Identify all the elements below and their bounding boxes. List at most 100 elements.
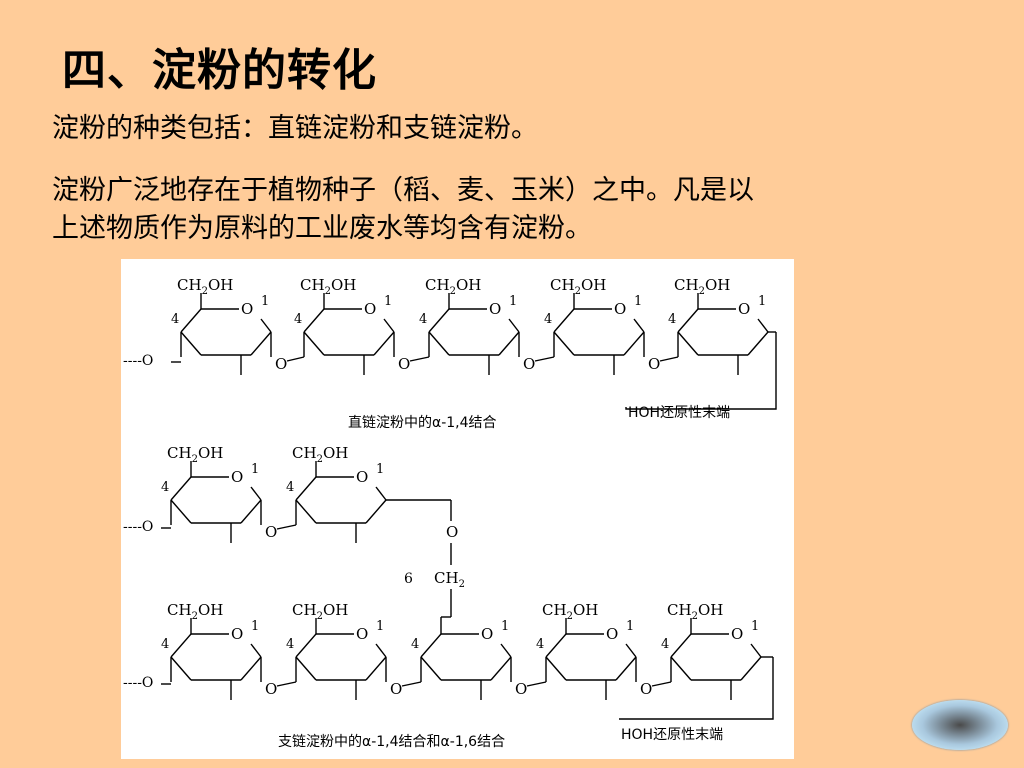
ring-oxygen: O: [738, 300, 750, 318]
ring-bond: [303, 308, 325, 333]
position-1-label: 1: [509, 294, 517, 309]
ring-bond: [757, 318, 769, 333]
ring-bond: [633, 318, 645, 333]
glycosidic-link: [286, 356, 305, 362]
reducing-end-label-1: HOH还原性末端: [628, 405, 730, 421]
glycosidic-oxygen: O: [523, 355, 535, 373]
ring-bond: [180, 331, 202, 356]
ring-bond: [365, 656, 387, 681]
glycosidic-link: [651, 681, 672, 687]
glycosidic-link: [534, 356, 555, 362]
slide-title: 四、淀粉的转化: [62, 45, 377, 96]
position-4-label: 4: [419, 312, 427, 327]
ring-bond: [295, 656, 317, 681]
ring-bond: [545, 656, 567, 681]
position-1-label: 1: [758, 294, 766, 309]
glycosidic-oxygen: O: [275, 355, 287, 373]
ring-bond: [240, 656, 262, 681]
ring-bond: [170, 476, 192, 501]
ch2oh-label: CH2OH: [667, 601, 723, 622]
amylose-caption: 直链淀粉中的α-1,4结合: [348, 414, 497, 431]
ring-bond: [490, 656, 512, 681]
glycosidic-oxygen: O: [265, 523, 277, 541]
ring-oxygen: O: [356, 468, 368, 486]
ring-bond: [553, 331, 575, 356]
position-1-label: 1: [251, 619, 259, 634]
chain-start-label-2: ----O: [123, 519, 153, 535]
starch-types-text: 淀粉的种类包括：直链淀粉和支链淀粉。: [52, 113, 538, 144]
glycosidic-oxygen: O: [640, 680, 652, 698]
ch2oh-label: CH2OH: [292, 601, 348, 622]
glycosidic-oxygen: O: [398, 355, 410, 373]
glycosidic-link: [409, 356, 430, 362]
position-1-label: 1: [376, 619, 384, 634]
ring-bond: [553, 308, 575, 333]
ch2oh-label: CH2OH: [300, 276, 356, 297]
ring-bond: [428, 331, 450, 356]
position-1-label: 1: [384, 294, 392, 309]
glycosidic-oxygen: O: [515, 680, 527, 698]
ring-bond: [295, 633, 317, 658]
reducing-end-bracket: [619, 657, 774, 720]
starch-source-line-2: 上述物质作为原料的工业废水等均含有淀粉。: [52, 213, 592, 244]
ring-oxygen: O: [356, 625, 368, 643]
glycosidic-link: [276, 524, 297, 530]
position-4-label: 4: [286, 480, 294, 495]
ring-bond: [170, 499, 192, 524]
ring-bond: [670, 633, 692, 658]
ch2oh-label: CH2OH: [177, 276, 233, 297]
position-1-label: 1: [501, 619, 509, 634]
ring-bond: [240, 499, 262, 524]
ring-bond: [500, 643, 512, 658]
ring-bond: [420, 656, 442, 681]
ch2oh-label: CH2OH: [167, 444, 223, 465]
ring-oxygen: O: [231, 625, 243, 643]
position-1-label: 1: [261, 294, 269, 309]
ring-bond: [250, 643, 262, 658]
ring-bond: [623, 331, 645, 356]
position-4-label: 4: [171, 312, 179, 327]
branch-oxygen: O: [446, 523, 458, 541]
ring-oxygen: O: [241, 300, 253, 318]
ch2oh-label: CH2OH: [550, 276, 606, 297]
position-1-label: 1: [251, 462, 259, 477]
ring-bond: [365, 499, 387, 524]
position-4-label: 4: [411, 637, 419, 652]
ring-oxygen: O: [606, 625, 618, 643]
glycosidic-link: [276, 681, 297, 687]
ring-bond: [508, 318, 520, 333]
position-4-label: 4: [544, 312, 552, 327]
position-1-label: 1: [376, 462, 384, 477]
ch2oh-label: CH2OH: [674, 276, 730, 297]
ring-bond: [260, 318, 272, 333]
ring-bond: [750, 643, 762, 658]
ring-bond: [170, 633, 192, 658]
ring-bond: [303, 331, 325, 356]
reducing-end-label-2: HOH还原性末端: [621, 727, 723, 743]
glycosidic-oxygen: O: [390, 680, 402, 698]
glycosidic-oxygen: O: [265, 680, 277, 698]
starch-source-text: 淀粉广泛地存在于植物种子（稻、麦、玉米）之中。凡是以 上述物质作为原料的工业废水…: [52, 172, 754, 248]
chain-start-label-3: ----O: [123, 675, 153, 691]
glycosidic-link: [526, 681, 547, 687]
ring-bond: [250, 486, 262, 501]
position-1-label: 1: [626, 619, 634, 634]
ring-bond: [383, 318, 395, 333]
ring-bond: [420, 633, 442, 658]
ring-oxygen: O: [231, 468, 243, 486]
ring-bond: [747, 331, 769, 356]
ring-bond: [498, 331, 520, 356]
position-4-label: 4: [286, 637, 294, 652]
next-slide-button[interactable]: [912, 700, 1008, 750]
position-4-label: 4: [661, 637, 669, 652]
ring-bond: [428, 308, 450, 333]
ring-oxygen: O: [489, 300, 501, 318]
reducing-end-bracket: [625, 332, 777, 410]
position-1-label: 1: [634, 294, 642, 309]
position-1-label: 1: [751, 619, 759, 634]
ring-bond: [250, 331, 272, 356]
position-4-label: 4: [161, 637, 169, 652]
position-4-label: 4: [536, 637, 544, 652]
